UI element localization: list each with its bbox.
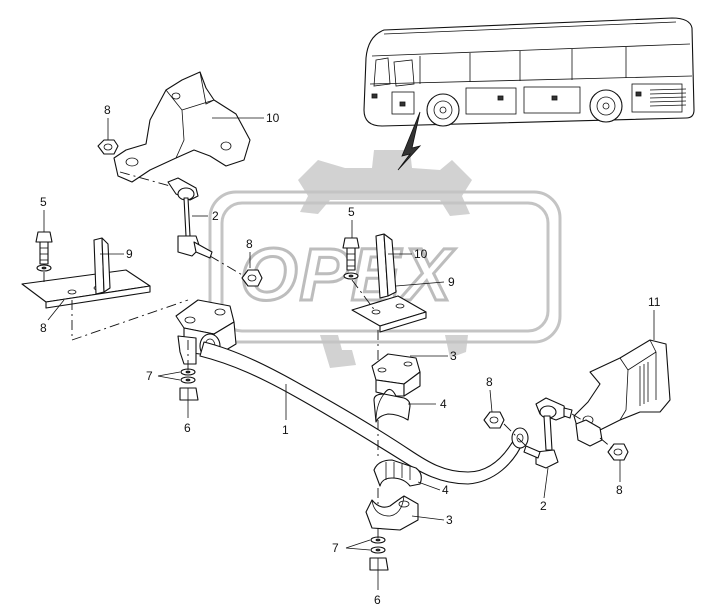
- bushing-4-lower: [373, 459, 422, 487]
- bus-windows: [373, 47, 627, 87]
- bushing-4-upper: [373, 393, 411, 423]
- center-lines: [43, 171, 613, 538]
- stabilizer-bar-1: [199, 341, 529, 485]
- callout-12: 11: [648, 295, 661, 309]
- callout-3-upper: 3: [450, 349, 457, 363]
- callout-7-left: 7: [146, 369, 153, 383]
- callout-8-mid-left: 8: [246, 237, 253, 251]
- callout-8-right-outer: 8: [616, 483, 623, 497]
- callout-5-left: 5: [40, 195, 47, 209]
- callout-2-right: 2: [540, 499, 547, 513]
- bus-illustration: [363, 17, 695, 171]
- bolt-5-left: [35, 231, 53, 272]
- bus-windowline-top: [371, 43, 691, 57]
- callouts: 10 8 2 8 5 9 8 5 10 9 3 4 1 7 6 8 4 3 2 …: [40, 103, 661, 607]
- drop-link-2-right: [523, 397, 573, 469]
- watermark-gear: [298, 150, 472, 368]
- leader-lines: [43, 117, 655, 590]
- spacer-10-left: [93, 237, 111, 295]
- washers-7-left: [180, 368, 196, 384]
- callout-7-middle: 7: [332, 541, 339, 555]
- mount-bracket-12: [573, 339, 671, 447]
- nut-6-middle: [369, 557, 389, 571]
- callout-6-left: 6: [184, 421, 191, 435]
- clamp-3-upper: [371, 353, 421, 397]
- spacer-10-middle: [375, 233, 397, 299]
- nut-8-top: [97, 139, 119, 155]
- watermark-frame-outer: [208, 190, 562, 344]
- callout-6-middle: 6: [374, 593, 381, 607]
- callout-8-top: 8: [104, 103, 111, 117]
- nut-6-left: [179, 387, 199, 401]
- drop-link-2-left: [167, 177, 213, 259]
- callout-3-lower: 3: [446, 513, 453, 527]
- callout-10-middle: 10: [414, 247, 428, 261]
- bolt-5-middle: [342, 237, 360, 280]
- bus-body: [363, 17, 695, 127]
- bus-rear-wheel: [589, 89, 623, 123]
- callout-5-middle: 5: [348, 205, 355, 219]
- callout-2-left: 2: [212, 209, 219, 223]
- callout-11: 10: [266, 111, 280, 125]
- clamp-3-lower: [365, 495, 419, 531]
- mount-bracket-11: [113, 71, 251, 183]
- nut-8-right-inner: [483, 411, 505, 429]
- washers-7-middle: [370, 536, 386, 554]
- nut-8-mid-left: [241, 269, 263, 287]
- plate-9-middle: [351, 295, 427, 333]
- bus-front-wheel: [426, 93, 460, 127]
- callout-10-left: 9: [126, 247, 133, 261]
- callout-9-middle: 9: [448, 275, 455, 289]
- callout-9-left: 8: [40, 321, 47, 335]
- bus-roofline: [383, 21, 677, 35]
- callout-8-right-inner: 8: [486, 375, 493, 389]
- location-arrow: [397, 111, 422, 171]
- bus-luggage-doors: [371, 83, 683, 115]
- bus-grille: [649, 88, 687, 107]
- callout-1: 1: [282, 423, 289, 437]
- bus-windowline-bottom: [369, 75, 693, 85]
- plate-9-left: [21, 269, 151, 309]
- callout-4-upper: 4: [440, 397, 447, 411]
- nut-8-right-outer: [607, 443, 629, 461]
- callout-4-lower: 4: [442, 483, 449, 497]
